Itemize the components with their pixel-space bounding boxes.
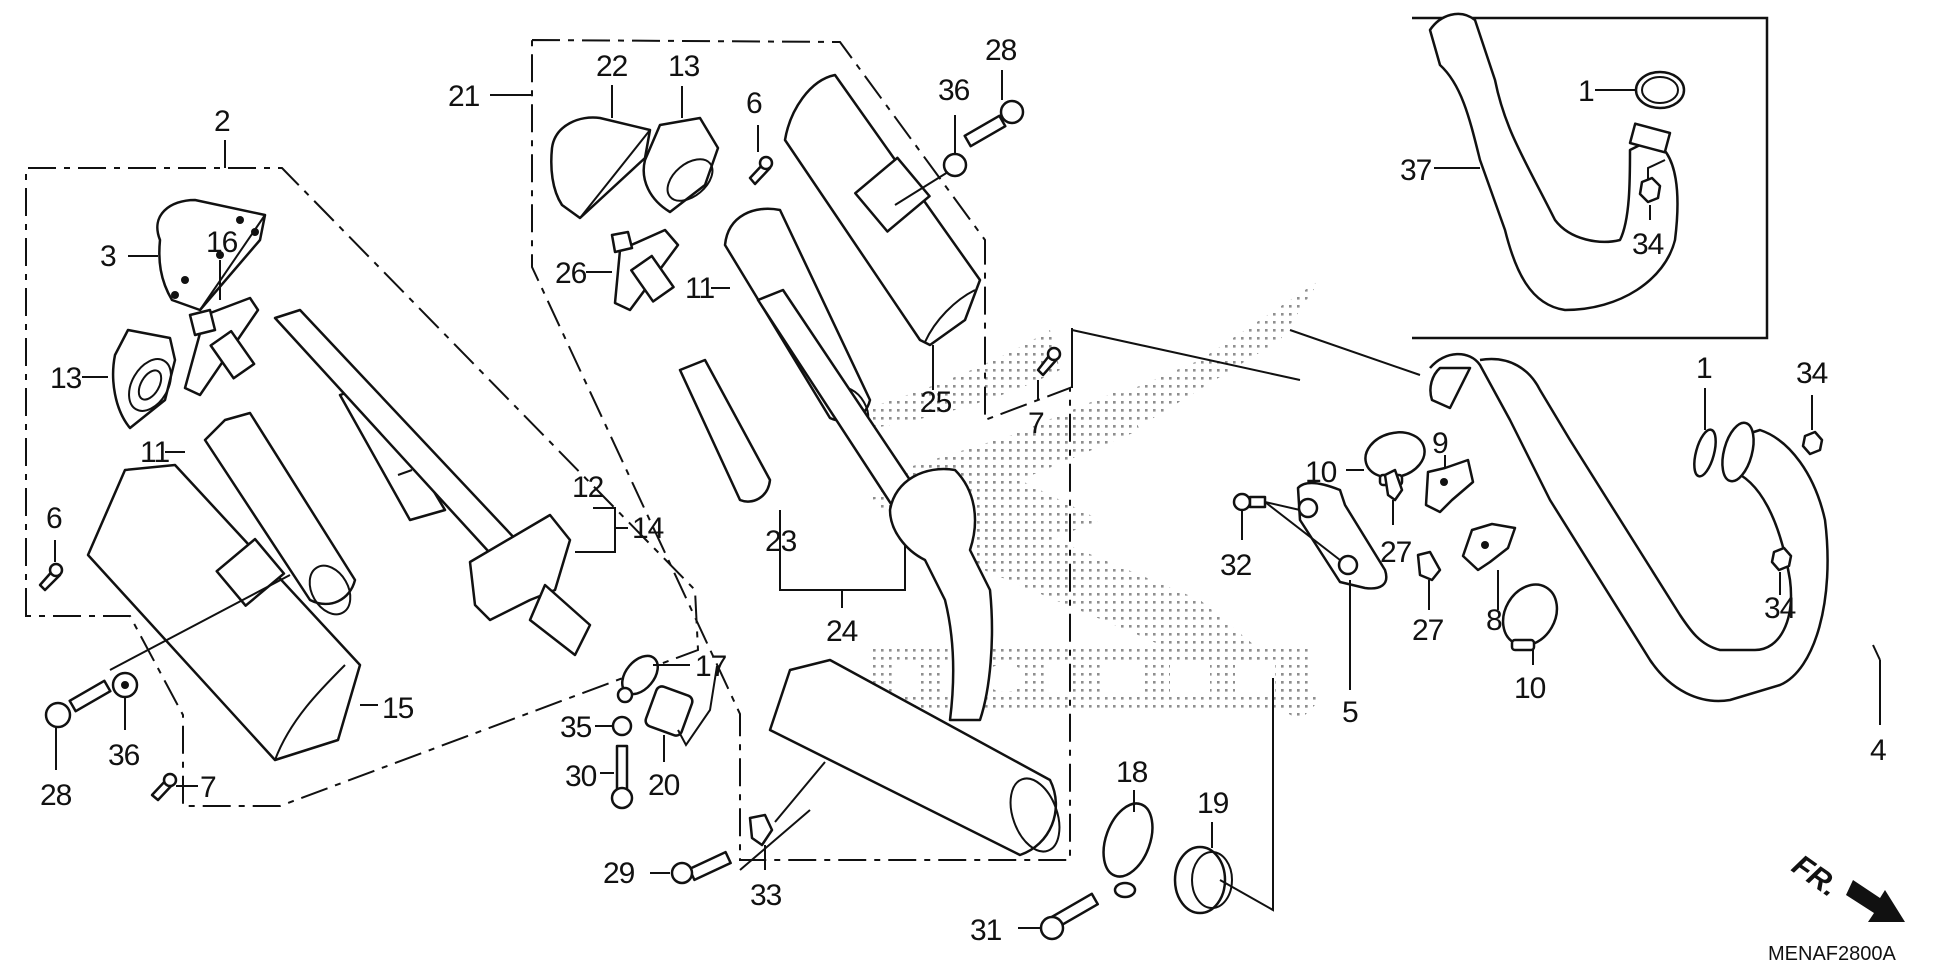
- inset-box: [1412, 16, 1769, 340]
- part-34-nut[interactable]: [1638, 176, 1662, 204]
- part-15-muffler-body[interactable]: [86, 463, 362, 762]
- callout-36: 36: [938, 74, 970, 107]
- callout-7: 7: [1028, 407, 1044, 440]
- part-22-end-cap[interactable]: [550, 116, 652, 220]
- part-30-bolt[interactable]: [610, 744, 634, 810]
- part-19-collar[interactable]: [1173, 845, 1233, 915]
- part-16-flange[interactable]: [183, 296, 260, 397]
- callout-34: 34: [1632, 228, 1664, 261]
- part-9-bracket[interactable]: [1424, 458, 1475, 514]
- assembly-21-outline: [531, 38, 1071, 861]
- callout-5: 5: [1342, 696, 1358, 729]
- part-26-flange[interactable]: [610, 228, 680, 312]
- callout-11: 11: [685, 272, 714, 305]
- callout-7: 7: [200, 771, 216, 804]
- part-11-glass-wool[interactable]: [203, 411, 359, 622]
- callout-16: 16: [206, 226, 238, 259]
- callout-17: 17: [695, 650, 727, 683]
- callout-6: 6: [746, 87, 762, 120]
- assembly-2-outline: [25, 167, 700, 807]
- callout-31: 31: [970, 914, 1002, 947]
- callout-30: 30: [565, 760, 597, 793]
- callout-26: 26: [555, 257, 587, 290]
- front-arrow-icon: [1846, 880, 1905, 922]
- callout-13: 13: [50, 362, 82, 395]
- callout-1: 1: [1696, 352, 1712, 385]
- callout-22: 22: [596, 50, 628, 83]
- callout-4: 4: [1870, 734, 1886, 767]
- part-35-washer[interactable]: [611, 715, 633, 737]
- part-1-gasket[interactable]: [1690, 427, 1720, 478]
- part-5-heat-guard[interactable]: [1296, 481, 1388, 590]
- part-24-tail-pipe[interactable]: [768, 467, 1069, 858]
- part-20-collar[interactable]: [644, 685, 694, 737]
- part-29-bolt[interactable]: [670, 850, 732, 885]
- callout-28: 28: [985, 34, 1017, 67]
- callout-1: 1: [1578, 75, 1594, 108]
- callout-34: 34: [1796, 357, 1828, 390]
- callout-11: 11: [140, 436, 169, 469]
- part-13-packing-cone[interactable]: [111, 328, 179, 430]
- part-34-nut[interactable]: [1770, 546, 1793, 572]
- callout-27: 27: [1412, 614, 1444, 647]
- callout-9: 9: [1432, 427, 1448, 460]
- callout-37: 37: [1400, 154, 1432, 187]
- callout-28: 28: [40, 779, 72, 812]
- diagram-code: MENAF2800A: [1768, 943, 1896, 965]
- part-18-clamp[interactable]: [1094, 797, 1161, 899]
- part-8-bracket[interactable]: [1461, 522, 1517, 572]
- callout-32: 32: [1220, 549, 1252, 582]
- part-36-washer[interactable]: [942, 152, 968, 178]
- part-13-packing-cone[interactable]: [642, 116, 720, 214]
- callout-12: 12: [572, 471, 604, 504]
- callout-2: 2: [214, 105, 230, 138]
- part-28-bolt[interactable]: [44, 679, 112, 729]
- part-3-end-cap[interactable]: [156, 198, 267, 312]
- part-32-screw[interactable]: [1232, 492, 1267, 512]
- callout-20: 20: [648, 769, 680, 802]
- callout-27: 27: [1380, 536, 1412, 569]
- part-10-clamp[interactable]: [1492, 575, 1567, 655]
- part-7-rivet[interactable]: [150, 772, 178, 802]
- callout-6: 6: [46, 502, 62, 535]
- part-34-nut[interactable]: [1801, 430, 1824, 456]
- callout-24: 24: [826, 615, 858, 648]
- callout-29: 29: [603, 857, 635, 890]
- callout-33: 33: [750, 879, 782, 912]
- part-27-clip[interactable]: [1416, 550, 1442, 582]
- part-7-rivet[interactable]: [1036, 346, 1062, 377]
- front-label: FR.: [1786, 849, 1845, 904]
- callout-14: 14: [632, 512, 664, 545]
- callout-21: 21: [448, 80, 480, 113]
- callout-15: 15: [382, 692, 414, 725]
- part-33-clip[interactable]: [748, 813, 774, 847]
- part-4-header-pipe[interactable]: [1429, 352, 1829, 703]
- callout-25: 25: [920, 386, 952, 419]
- part-12-inner-pipe[interactable]: [273, 308, 537, 577]
- part-14-tail-pipe[interactable]: [468, 513, 592, 657]
- callout-18: 18: [1116, 756, 1148, 789]
- callout-8: 8: [1486, 604, 1502, 637]
- part-25-muffler-body[interactable]: [783, 73, 982, 347]
- part-31-bolt[interactable]: [1039, 892, 1100, 941]
- callout-35: 35: [560, 711, 592, 744]
- part-6-rivet[interactable]: [748, 155, 774, 186]
- part-28-bolt[interactable]: [963, 99, 1025, 148]
- callout-34: 34: [1764, 592, 1796, 625]
- part-23-inner-pipe[interactable]: [678, 288, 922, 512]
- callout-3: 3: [100, 240, 116, 273]
- part-6-rivet[interactable]: [38, 562, 64, 592]
- callout-36: 36: [108, 739, 140, 772]
- part-37-header-pipe[interactable]: [1428, 12, 1679, 312]
- callout-13: 13: [668, 50, 700, 83]
- callout-19: 19: [1197, 787, 1229, 820]
- callout-23: 23: [765, 525, 797, 558]
- part-17-clamp[interactable]: [615, 649, 665, 704]
- callout-10: 10: [1514, 672, 1546, 705]
- front-direction-indicator: FR.: [1786, 849, 1905, 922]
- part-27-clip[interactable]: [1383, 468, 1404, 502]
